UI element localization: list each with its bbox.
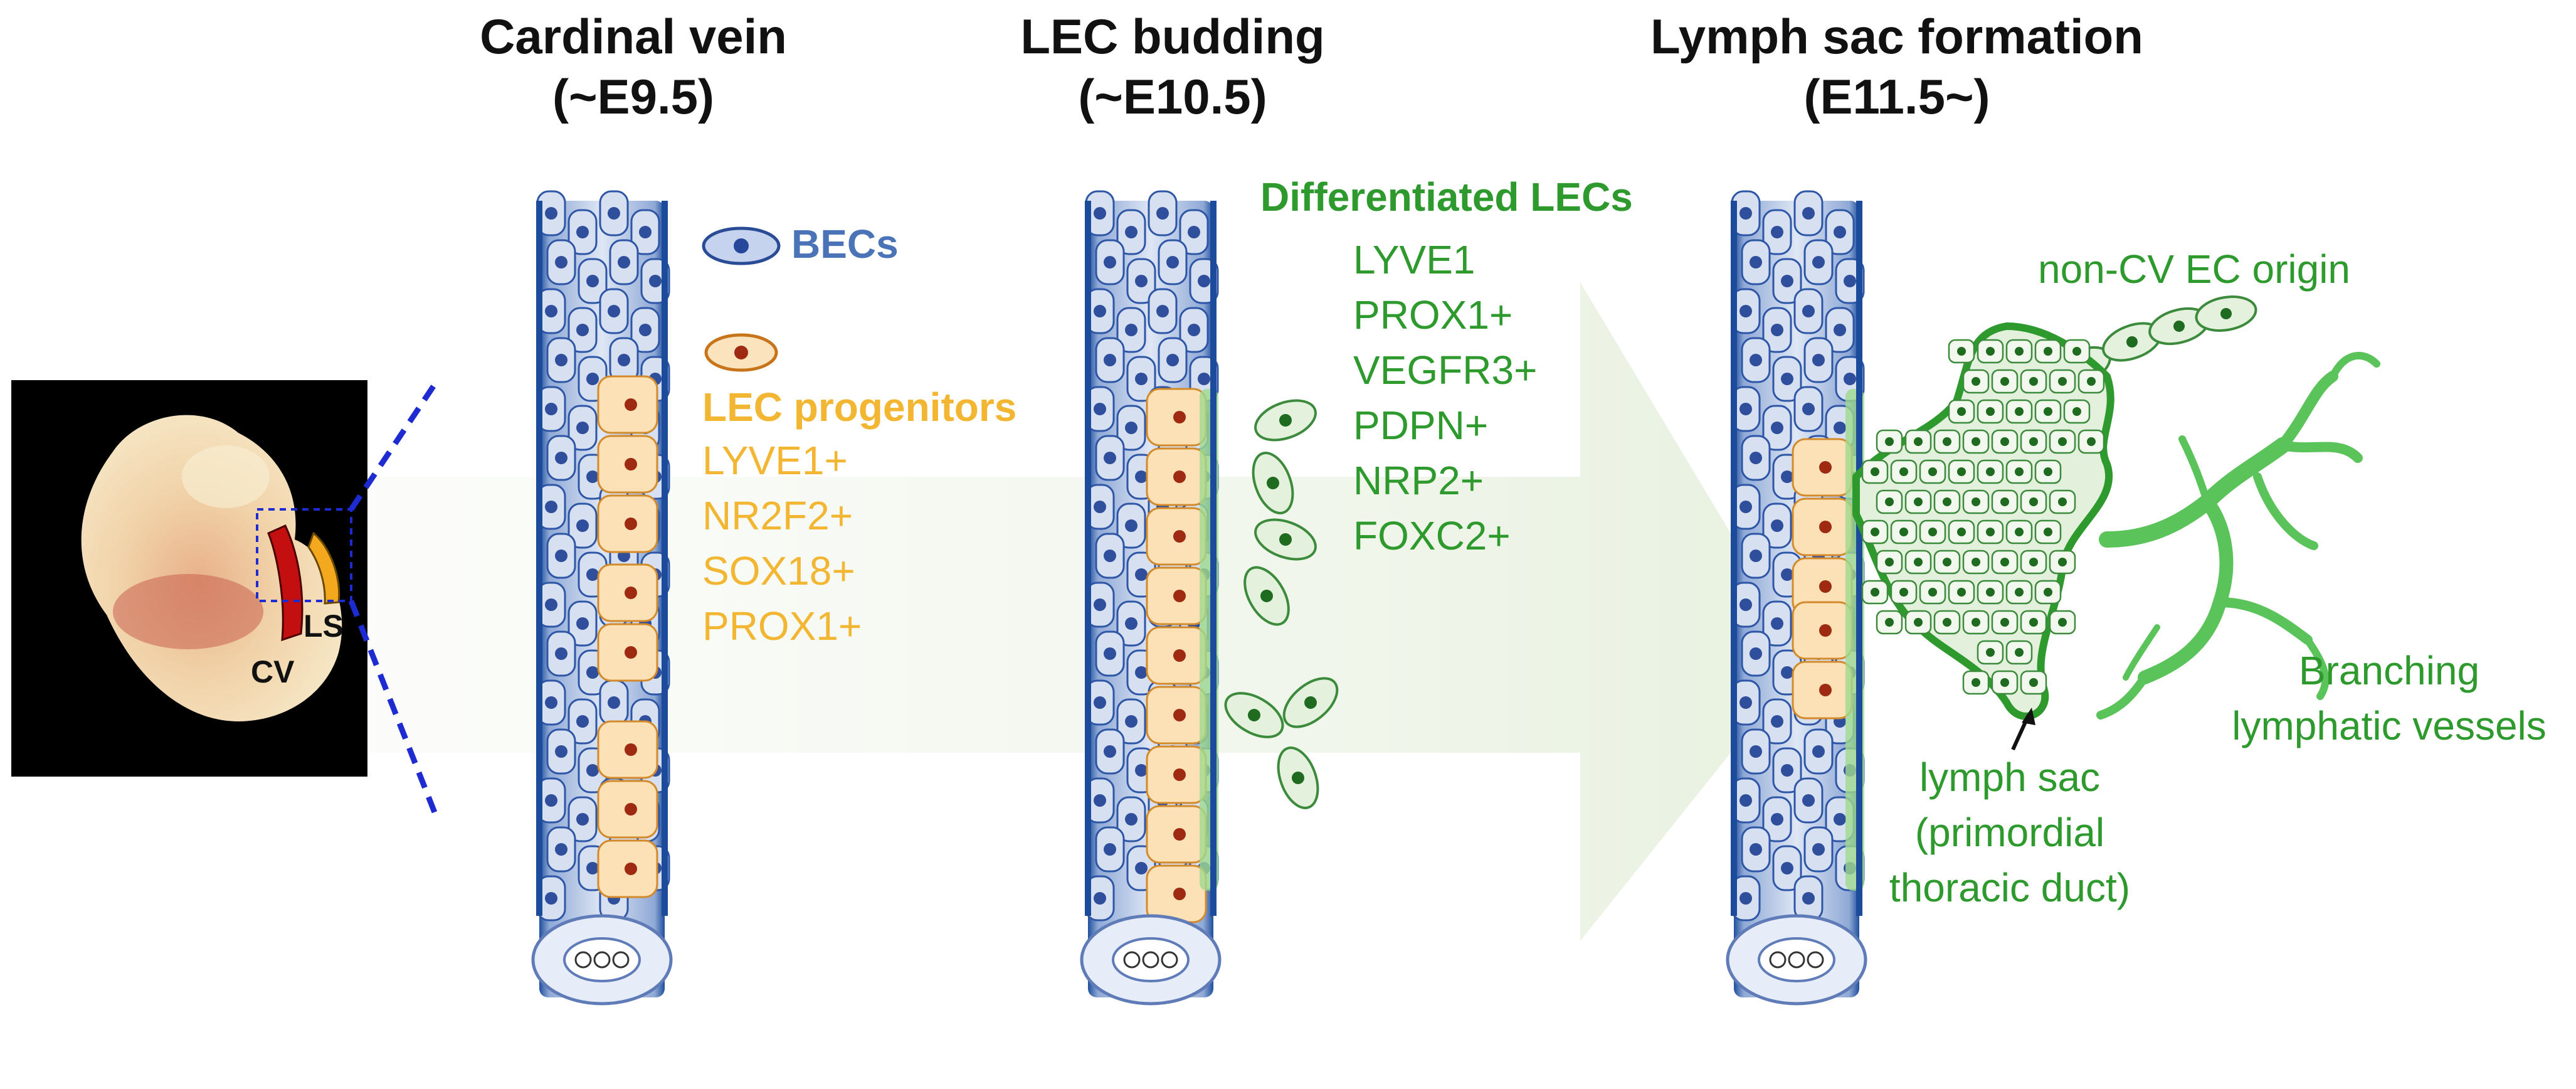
budding-lec [1243,566,1290,626]
lymph-sac-label-line: lymph sac [1919,755,2101,800]
cardinal-vein-e9-5 [531,190,673,1006]
differentiated-marker: LYVE1 [1353,237,1475,282]
budding-lec [1254,518,1317,561]
cv-label: CV [251,654,295,689]
differentiated-lecs-title: Differentiated LECs [1260,174,1633,220]
cardinal-vein-e10-5 [1080,190,1222,1006]
lymph-sac-label-line: (primordial [1914,810,2105,855]
vessel-group [531,190,1867,1006]
cardinal-vein-e11-5 [1726,190,1867,1006]
branching-label-line: lymphatic vessels [2232,703,2547,748]
lec-progenitors-title: LEC progenitors [702,385,1017,430]
stage-3-name: Lymph sac formation [1650,9,2143,64]
progenitor-marker: LYVE1+ [702,438,848,483]
budding-lec [1277,746,1319,809]
differentiated-marker: NRP2+ [1353,458,1484,503]
differentiated-marker: PDPN+ [1353,403,1489,448]
budding-lec [1254,399,1317,442]
stage-2-name: LEC budding [1020,9,1325,64]
lymph-sac [1852,322,2114,720]
branching-lymphatic-vessels [2096,352,2380,720]
budding-lec [1252,452,1294,514]
differentiated-marker: PROX1+ [1353,292,1513,337]
budding-lec [1224,692,1284,738]
branching-label: Branching lymphatic vessels [2220,643,2558,753]
non-cv-ec-cell [2195,295,2257,332]
lymph-sac-label: lymph sac (primordial thoracic duct) [1856,750,2163,915]
stage-3-title: Lymph sac formation (E11.5~) [1568,6,2226,127]
embryo-photo [11,380,439,817]
progenitor-marker: NR2F2+ [702,493,853,538]
stage-3-timing: (E11.5~) [1803,69,1990,124]
bec-label: BECs [791,221,899,267]
budding-lec [1282,677,1339,728]
lec-progenitor-legend-cell [704,333,778,372]
differentiated-marker-list: LYVE1 PROX1+ VEGFR3+ PDPN+ NRP2+ FOXC2+ [1353,232,1537,563]
progenitor-marker: SOX18+ [702,548,855,593]
stage-1-name: Cardinal vein [480,9,787,64]
progenitor-marker: PROX1+ [702,603,862,649]
stage-1-timing: (~E9.5) [552,69,714,124]
ls-label: LS [304,608,344,644]
stage-2-title: LEC budding (~E10.5) [953,6,1392,127]
bec-legend-cell [702,226,781,265]
lymph-sac-label-line: thoracic duct) [1889,865,2131,910]
differentiated-marker: FOXC2+ [1353,513,1511,558]
stage-2-timing: (~E10.5) [1078,69,1267,124]
differentiated-marker: VEGFR3+ [1353,348,1538,393]
progenitor-marker-list: LYVE1+ NR2F2+ SOX18+ PROX1+ [702,433,862,654]
lymph-sac-pointer [2011,708,2035,751]
non-cv-origin-label: non-CV EC origin [2038,247,2350,292]
stage-1-title: Cardinal vein (~E9.5) [414,6,853,127]
branching-label-line: Branching [2298,648,2480,693]
